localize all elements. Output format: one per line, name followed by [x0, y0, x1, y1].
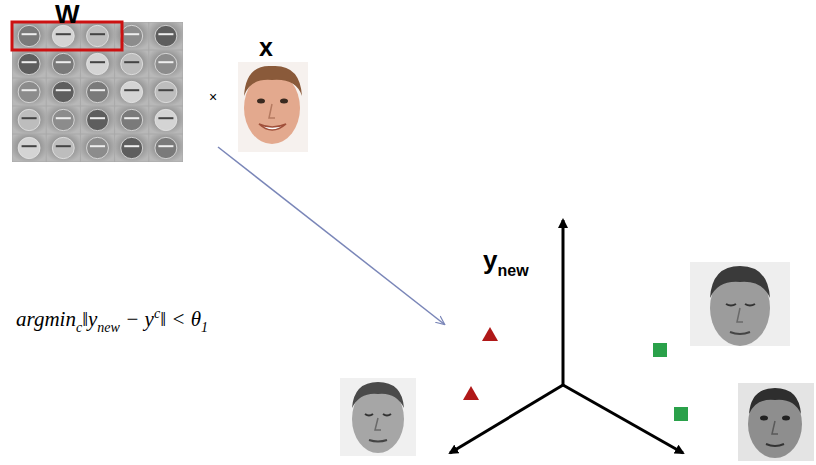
projection-arrow	[218, 147, 444, 324]
eigenface-grid	[12, 22, 183, 162]
multiply-sign: ×	[209, 90, 217, 105]
formula-text: ‖y	[82, 307, 97, 331]
decision-formula: argminc‖ynew − yc‖ < θ1	[16, 306, 208, 335]
subscript: new	[497, 262, 528, 279]
face-photo	[340, 378, 416, 456]
feature-axes	[450, 220, 683, 453]
projection-label: ynew	[483, 246, 529, 280]
formula-text: − y	[120, 307, 154, 331]
green-square	[674, 407, 688, 421]
face-photo	[738, 383, 814, 461]
vector-symbol: y	[483, 245, 497, 275]
red-triangle	[482, 327, 498, 341]
vector-label: x	[259, 34, 273, 62]
formula-text: ‖ < θ	[160, 307, 201, 331]
subscript: new	[97, 320, 120, 335]
subscript: c	[76, 320, 82, 335]
vector-symbol: x	[259, 33, 273, 61]
matrix-symbol: W	[55, 0, 80, 29]
face-x	[238, 62, 308, 152]
green-square	[653, 343, 667, 357]
superscript: c	[154, 306, 160, 321]
multiply-symbol: ×	[209, 89, 217, 105]
formula-text: argmin	[16, 307, 76, 331]
face-photo	[690, 262, 790, 346]
red-triangle	[463, 386, 479, 400]
subscript: 1	[201, 320, 208, 335]
matrix-label: W	[55, 0, 80, 29]
